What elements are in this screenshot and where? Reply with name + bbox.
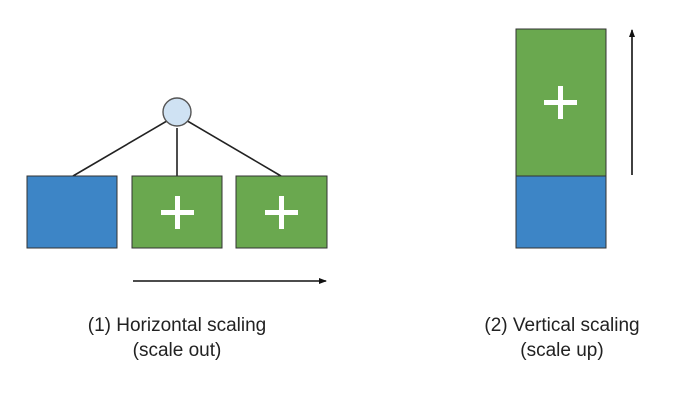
connector-line-right [183,118,282,177]
original-server-box [26,175,118,249]
vertical-scaling-caption: (2) Vertical scaling (scale up) [442,313,682,363]
load-balancer-node-icon [162,97,192,127]
original-server-box [515,175,607,249]
plus-icon [265,196,298,229]
horizontal-scaling-title: (1) Horizontal scaling [87,315,267,336]
vertical-scaling-title: (2) Vertical scaling [484,315,640,336]
connector-line-left [72,117,173,177]
horizontal-scaling-caption: (1) Horizontal scaling (scale out) [57,313,297,363]
vertical-scaling-diagram [515,28,635,249]
vertical-scaling-subtitle: (scale up) [520,340,604,361]
plus-icon [544,86,577,119]
horizontal-scaling-diagram [26,97,328,284]
horizontal-scaling-subtitle: (scale out) [132,340,222,361]
plus-icon [161,196,194,229]
